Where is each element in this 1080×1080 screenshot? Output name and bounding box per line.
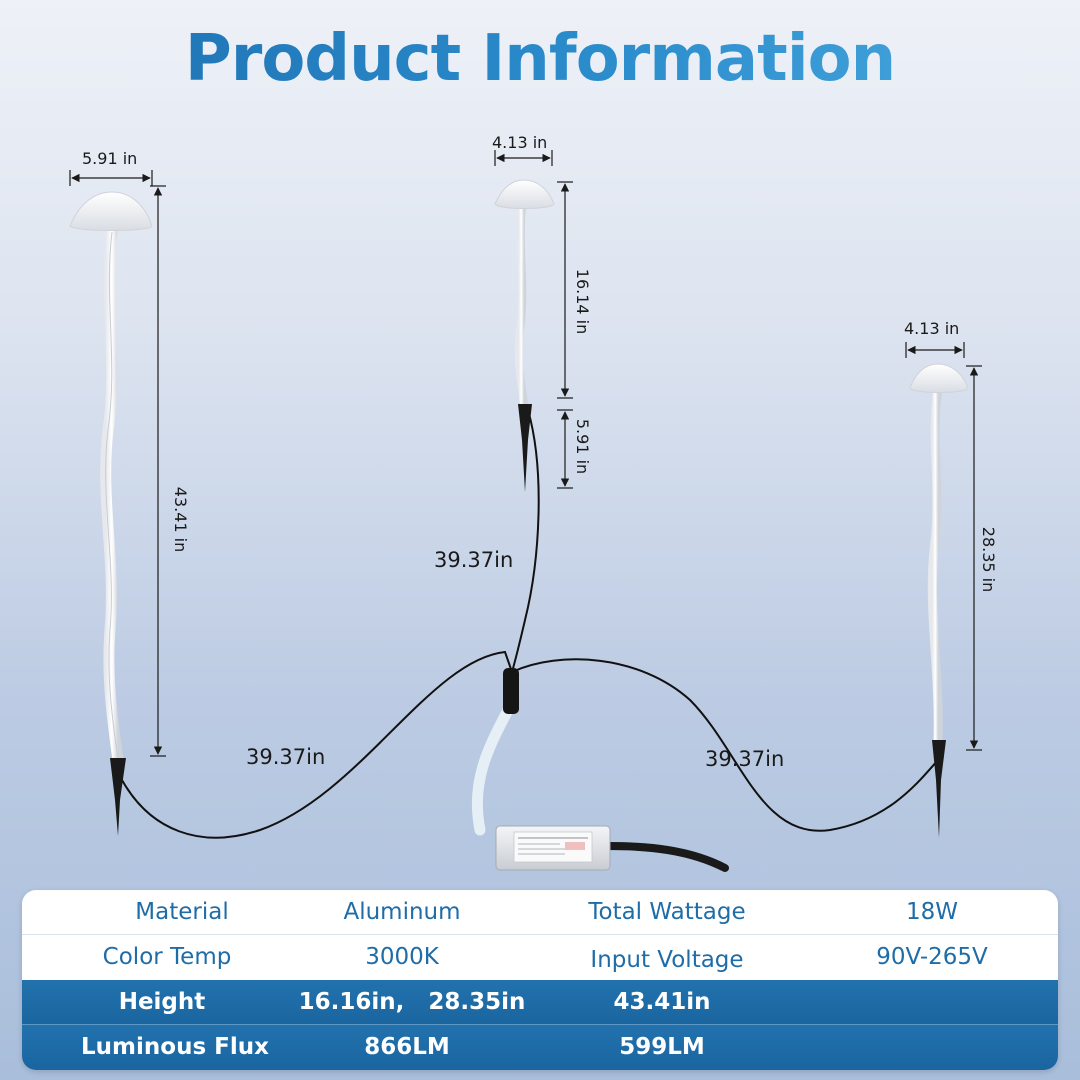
dim-center-stake: 5.91 in — [573, 418, 593, 475]
lamp-right — [909, 363, 969, 838]
spec-row-material: Material Aluminum Total Wattage 18W — [22, 890, 1058, 935]
power-driver — [495, 825, 611, 871]
spec-row-height: Height 16.16in, 28.35in 43.41in — [22, 980, 1058, 1025]
dim-right-height: 28.35 in — [979, 526, 999, 593]
spec-label-color-temp: Color Temp — [102, 944, 232, 970]
spec-value-material: Aluminum — [343, 899, 461, 925]
dim-left-width: 5.91 in — [82, 149, 138, 168]
dim-right-width: 4.13 in — [904, 319, 960, 338]
cord-center — [511, 409, 540, 673]
power-cable-black — [604, 842, 729, 872]
spec-value-voltage: 90V-265V — [876, 944, 988, 970]
cord-connector — [503, 668, 519, 714]
spec-value-height-a: 16.16in, 28.35in — [298, 989, 526, 1015]
spec-label-height: Height — [118, 989, 206, 1015]
cord-label-right: 39.37in — [705, 747, 785, 771]
spec-label-voltage: Input Voltage — [590, 947, 744, 973]
cord-left — [121, 650, 513, 839]
power-cable-white — [471, 704, 514, 836]
spec-label-luminous-flux: Luminous Flux — [81, 1034, 269, 1060]
page-title: Product Information — [0, 22, 1080, 96]
spec-label-material: Material — [135, 899, 229, 925]
cord-right — [511, 658, 939, 832]
spec-value-color-temp: 3000K — [365, 944, 439, 970]
spec-value-flux-b: 599LM — [619, 1034, 705, 1060]
dimension-lines — [69, 150, 982, 757]
spec-value-height-b: 43.41in — [613, 989, 711, 1015]
cord-label-center: 39.37in — [434, 548, 514, 572]
spec-table: Material Aluminum Total Wattage 18W Colo… — [22, 890, 1058, 1070]
spec-value-wattage: 18W — [905, 899, 958, 925]
dim-center-height: 16.14 in — [573, 268, 593, 335]
product-illustration — [69, 150, 982, 872]
dim-center-width: 4.13 in — [492, 133, 548, 152]
dim-left-height: 43.41 in — [171, 486, 191, 553]
spec-label-wattage: Total Wattage — [588, 899, 746, 925]
spec-row-luminous-flux: Luminous Flux 866LM 599LM — [22, 1025, 1058, 1070]
cord-label-left: 39.37in — [246, 745, 326, 769]
spec-value-flux-a: 866LM — [364, 1034, 450, 1060]
lamp-center — [494, 179, 555, 492]
lamp-left — [69, 191, 153, 836]
spec-row-color-temp: Color Temp 3000K Input Voltage 90V-265V — [22, 935, 1058, 980]
